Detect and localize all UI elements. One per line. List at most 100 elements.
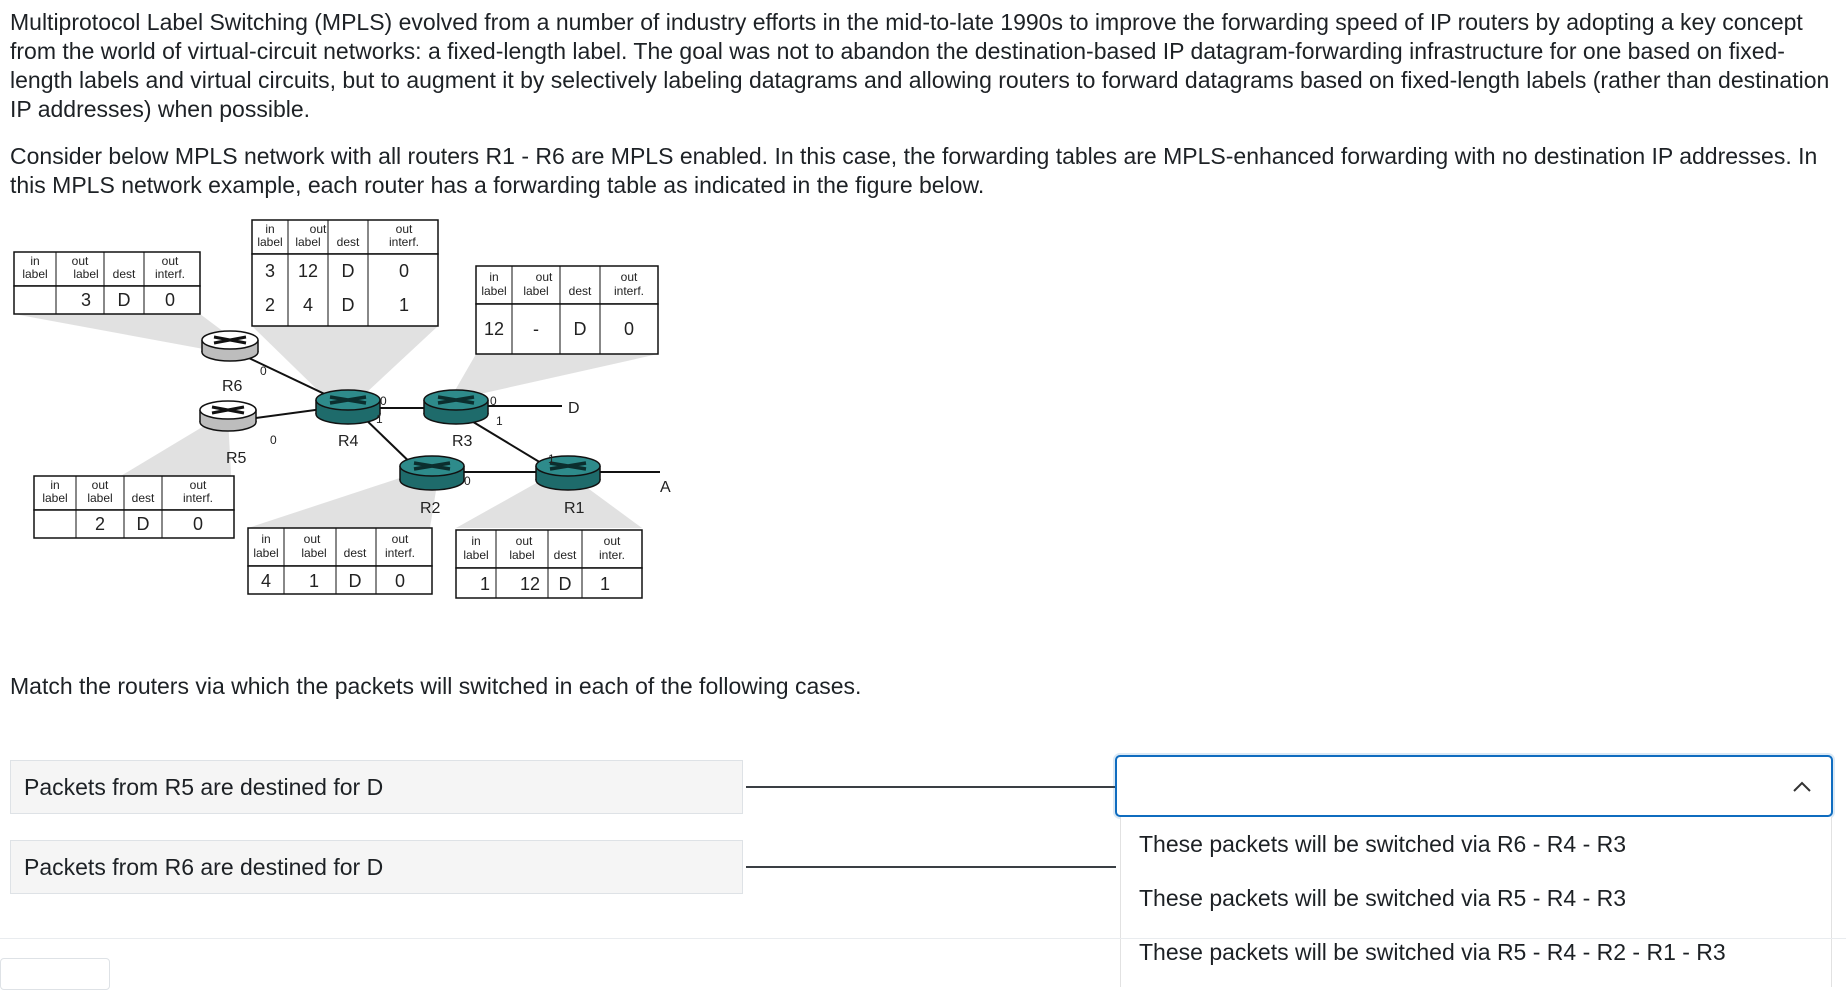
partial-button[interactable] (0, 958, 110, 990)
svg-text:D: D (342, 261, 355, 281)
svg-text:12: 12 (484, 319, 504, 339)
svg-text:out: out (396, 222, 413, 236)
svg-text:label: label (22, 267, 47, 281)
svg-text:interf.: interf. (614, 284, 644, 298)
svg-text:label: label (463, 548, 488, 562)
svg-text:1: 1 (480, 574, 490, 594)
svg-text:D: D (574, 319, 587, 339)
svg-text:interf.: interf. (389, 235, 419, 249)
svg-text:out: out (162, 254, 179, 268)
label-r2: R2 (420, 500, 441, 517)
svg-text:12: 12 (520, 574, 540, 594)
svg-text:D: D (137, 514, 150, 534)
router-r4 (315, 389, 381, 425)
table-r6: in label out label dest out interf. 3 D … (13, 251, 201, 315)
intro-paragraph: Multiprotocol Label Switching (MPLS) evo… (10, 9, 1830, 122)
svg-text:dest: dest (337, 235, 360, 249)
match-instruction: Match the routers via which the packets … (10, 673, 862, 699)
svg-text:interf.: interf. (183, 491, 213, 505)
router-r1 (535, 455, 601, 491)
iface-r3-1: 1 (496, 414, 503, 428)
iface-r1-1: 1 (548, 452, 555, 466)
router-r2 (399, 455, 465, 491)
svg-text:label: label (73, 267, 98, 281)
svg-text:out: out (304, 532, 321, 546)
label-r1: R1 (564, 500, 585, 517)
dropdown-option-r6-r4-r3[interactable]: These packets will be switched via R6 - … (1139, 831, 1627, 857)
svg-text:3: 3 (81, 290, 91, 310)
iface-r5-0: 0 (270, 433, 277, 447)
svg-text:label: label (42, 491, 67, 505)
table-r1: in label out label dest out inter. 1 12 … (455, 529, 643, 599)
beam-r3 (446, 354, 658, 406)
host-d: D (568, 400, 580, 417)
svg-text:4: 4 (303, 295, 313, 315)
svg-text:out: out (92, 478, 109, 492)
svg-text:out: out (621, 270, 638, 284)
svg-text:-: - (533, 319, 539, 339)
svg-text:0: 0 (165, 290, 175, 310)
answer-dropdown-list: These packets will be switched via R6 - … (1120, 817, 1832, 987)
svg-text:dest: dest (132, 491, 155, 505)
iface-r2-0: 0 (464, 474, 471, 488)
svg-text:1: 1 (399, 295, 409, 315)
label-r4: R4 (338, 433, 359, 450)
question-r6-to-d: Packets from R6 are destined for D (10, 840, 743, 894)
svg-text:in: in (261, 532, 270, 546)
svg-text:D: D (118, 290, 131, 310)
mpls-network-diagram: R6 R5 R4 R3 R2 R1 D A 0 0 0 1 0 1 0 1 in… (13, 219, 671, 599)
svg-text:1: 1 (600, 574, 610, 594)
match-connector-2 (746, 866, 1116, 868)
svg-text:label: label (295, 235, 320, 249)
svg-text:out: out (516, 534, 533, 548)
svg-text:0: 0 (395, 571, 405, 591)
svg-text:label: label (481, 284, 506, 298)
svg-text:out: out (310, 222, 327, 236)
svg-text:out: out (536, 270, 553, 284)
svg-text:dest: dest (569, 284, 592, 298)
question-r5-to-d: Packets from R5 are destined for D (10, 760, 743, 814)
dropdown-option-r5-r4-r2-r1-r3[interactable]: These packets will be switched via R5 - … (1139, 939, 1726, 965)
svg-text:2: 2 (265, 295, 275, 315)
beam-r4 (252, 326, 438, 406)
svg-text:label: label (253, 546, 278, 560)
iface-r4-1: 1 (376, 412, 383, 426)
router-r3 (423, 389, 489, 425)
svg-text:in: in (50, 478, 59, 492)
svg-text:label: label (523, 284, 548, 298)
svg-text:dest: dest (113, 267, 136, 281)
beam-r1 (456, 472, 642, 528)
svg-text:label: label (509, 548, 534, 562)
svg-text:inter.: inter. (599, 548, 625, 562)
table-r4: in label out label dest out interf. 3 12… (251, 219, 439, 327)
table-r2: in label out label dest out interf. 4 1 … (247, 527, 433, 595)
svg-text:dest: dest (344, 546, 367, 560)
label-r3: R3 (452, 433, 473, 450)
svg-text:in: in (265, 222, 274, 236)
svg-text:interf.: interf. (385, 546, 415, 560)
context-paragraph: Consider below MPLS network with all rou… (10, 143, 1818, 198)
svg-text:D: D (559, 574, 572, 594)
svg-text:4: 4 (261, 571, 271, 591)
router-r6 (201, 330, 259, 362)
svg-text:3: 3 (265, 261, 275, 281)
svg-text:label: label (301, 546, 326, 560)
table-r5: in label out label dest out interf. 2 D … (33, 475, 235, 539)
answer-select-1[interactable] (1115, 755, 1833, 817)
match-connector-1 (746, 786, 1116, 788)
chevron-up-icon[interactable] (1789, 774, 1815, 800)
svg-text:label: label (257, 235, 282, 249)
svg-text:0: 0 (193, 514, 203, 534)
iface-r6-0: 0 (260, 364, 267, 378)
svg-text:12: 12 (298, 261, 318, 281)
svg-text:interf.: interf. (155, 267, 185, 281)
beam-r6 (14, 314, 232, 352)
iface-r4-0: 0 (380, 394, 387, 408)
dropdown-option-r5-r4-r3[interactable]: These packets will be switched via R5 - … (1139, 885, 1627, 911)
table-r3: in label out label dest out interf. 12 -… (475, 265, 659, 355)
svg-text:1: 1 (309, 571, 319, 591)
router-r5 (199, 400, 257, 432)
svg-text:2: 2 (95, 514, 105, 534)
iface-r3-0: 0 (490, 394, 497, 408)
host-a: A (660, 479, 671, 496)
